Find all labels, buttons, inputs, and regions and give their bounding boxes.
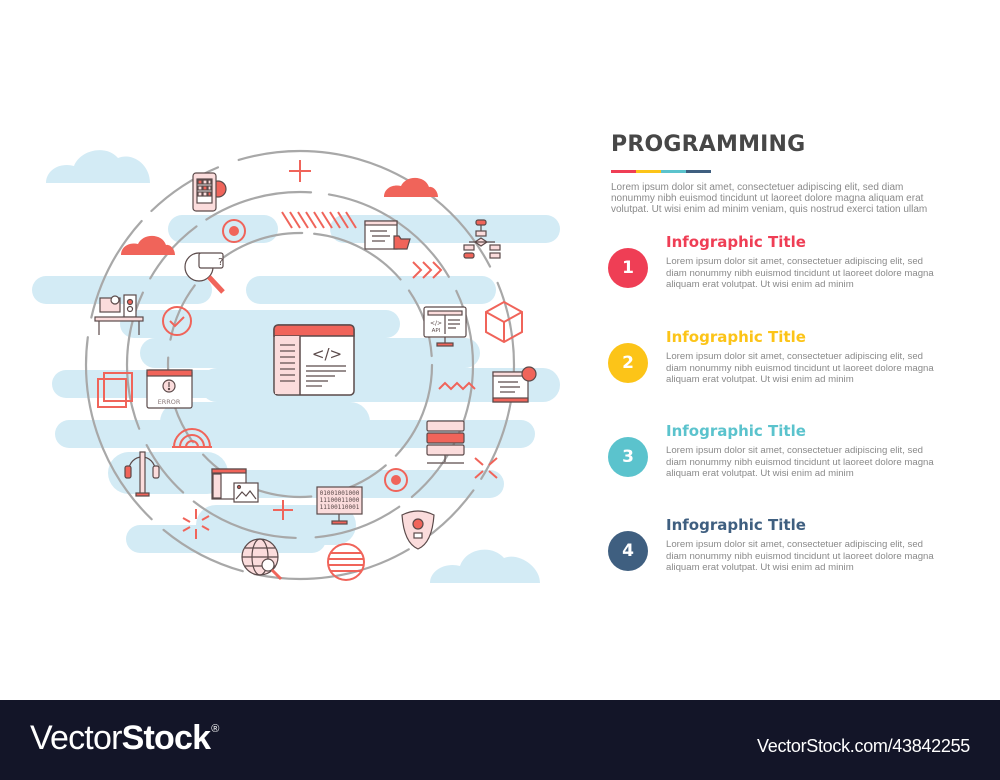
svg-text:</>: </> — [430, 320, 442, 327]
title-color-bar — [611, 170, 711, 173]
color-bar-segment — [661, 170, 686, 173]
binary-monitor-icon: 01001001000 11100011000 11100110001 — [316, 486, 363, 525]
cloud-icon — [46, 150, 150, 183]
chevrons-icon — [412, 261, 443, 279]
svg-text:?: ? — [218, 257, 223, 268]
cloud-icon — [121, 235, 175, 255]
workstation-icon — [94, 294, 144, 335]
watermark-footer: VectorStock® VectorStock.com/43842255 — [0, 700, 1000, 780]
server-rack-icon — [426, 420, 465, 464]
color-bar-segment — [636, 170, 661, 173]
striped-ball-icon — [327, 543, 365, 581]
code-glyph: </> — [312, 345, 342, 363]
logo-light-text: Vector — [30, 719, 122, 757]
api-monitor-icon: </> API — [423, 306, 467, 347]
sparkle-icon — [474, 457, 498, 479]
item-description: Lorem ipsum dolor sit amet, consectetuer… — [666, 539, 934, 573]
hatch-lines-icon — [281, 211, 357, 229]
number-badge: 2 — [608, 343, 648, 383]
svg-text:01001001000: 01001001000 — [320, 490, 360, 497]
bug-shield-icon — [401, 510, 435, 550]
api-label: API — [432, 328, 441, 334]
zigzag-icon — [438, 381, 476, 391]
infographic-item-1: 1 Infographic Title Lorem ipsum dolor si… — [608, 233, 938, 303]
item-title: Infographic Title — [666, 516, 806, 534]
item-description: Lorem ipsum dolor sit amet, consectetuer… — [666, 256, 934, 290]
wifi-arc-icon — [172, 428, 212, 448]
flowchart-icon — [463, 219, 501, 259]
logo-bold-text: Stock — [121, 719, 211, 757]
image-reference-link[interactable]: VectorStock.com/43842255 — [757, 736, 970, 756]
color-bar-segment — [686, 170, 711, 173]
code-window-icon: </> — [273, 324, 355, 396]
infographic-item-4: 4 Infographic Title Lorem ipsum dolor si… — [608, 516, 938, 586]
number-badge: 3 — [608, 437, 648, 477]
item-title: Infographic Title — [666, 233, 806, 251]
error-window-icon: ERROR — [146, 369, 193, 409]
number-badge: 1 — [608, 248, 648, 288]
globe-search-icon — [241, 538, 283, 581]
overlapping-squares-icon — [97, 372, 133, 408]
plus-icon — [273, 500, 293, 520]
orbit-rings — [84, 149, 516, 581]
code-folder-icon — [364, 220, 411, 250]
intro-text: Lorem ipsum dolor sit amet, consectetuer… — [611, 182, 928, 215]
page-title: PROGRAMMING — [611, 132, 806, 157]
item-description: Lorem ipsum dolor sit amet, consectetuer… — [666, 351, 934, 385]
color-bar-segment — [611, 170, 636, 173]
item-title: Infographic Title — [666, 328, 806, 346]
sparkle-icon — [182, 509, 210, 539]
plus-icon — [289, 160, 311, 182]
programming-illustration: </> — [32, 149, 560, 583]
infographic-item-2: 2 Infographic Title Lorem ipsum dolor si… — [608, 328, 938, 398]
web-page-image-icon — [211, 468, 259, 503]
settings-window-icon — [492, 366, 537, 403]
cloud-icon — [384, 177, 438, 197]
vectorstock-logo[interactable]: VectorStock® — [30, 719, 219, 758]
target-icon — [384, 468, 408, 492]
svg-text:11100011000: 11100011000 — [320, 497, 360, 504]
item-description: Lorem ipsum dolor sit amet, consectetuer… — [666, 445, 934, 479]
mobile-app-settings-icon — [192, 172, 227, 212]
decorations — [97, 160, 523, 581]
infographic-item-3: 3 Infographic Title Lorem ipsum dolor si… — [608, 422, 938, 492]
outlined-icons: ? ERROR — [94, 172, 537, 581]
svg-text:11100110001: 11100110001 — [320, 504, 360, 511]
error-label: ERROR — [158, 398, 181, 406]
cube-icon — [485, 300, 523, 344]
target-icon — [222, 219, 246, 243]
number-badge: 4 — [608, 531, 648, 571]
item-title: Infographic Title — [666, 422, 806, 440]
search-question-icon: ? — [184, 252, 225, 294]
microphone-headphones-icon — [124, 451, 160, 497]
registered-mark: ® — [211, 723, 219, 735]
checkmark-icon — [162, 306, 192, 336]
